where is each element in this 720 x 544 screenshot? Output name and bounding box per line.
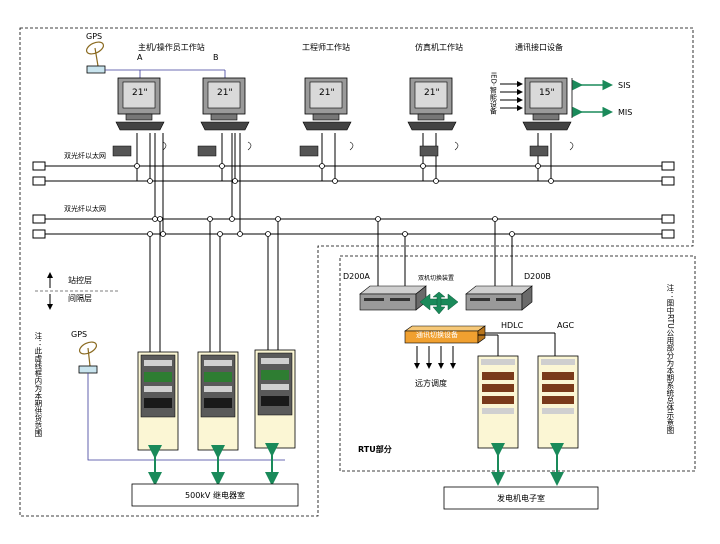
simulator-label: 仿真机工作站 [415,43,463,52]
relay-cabinet-2 [197,351,239,451]
scope-boundary-top [19,27,694,517]
comm-interface-workstation-icon [522,77,572,131]
ied-label: IED·智能设备 [489,72,498,115]
d200a-label: D200A [343,272,370,281]
ethernet-upper-label: 双光纤以太网 [64,152,106,160]
ied-input-arrows [500,81,523,111]
workstation-b-icon [200,77,250,131]
comm-interface-label: 通讯接口设备 [515,43,563,52]
hdlc-label: HDLC [501,321,524,330]
switchover-cross-arrow-icon [419,291,459,315]
monitor-b-size: 21" [217,88,233,98]
station-layer-label: 站控层 [68,276,92,285]
generator-room-box [443,486,599,510]
agc-label: AGC [557,321,575,330]
right-scope-note: 注：图中RTU公用部分为本期系统总体示意图 [665,284,675,434]
substation-500kv-box [131,483,299,507]
ethernet-ring-upper [32,161,675,186]
bay-layer-label: 间隔层 [68,294,92,303]
workstation-links [136,133,552,181]
relay-cabinet-3 [254,349,296,449]
station-b-label: B [213,53,219,62]
ethernet-lower-label: 双光纤以太网 [64,205,106,213]
mis-label: MIS [618,108,633,117]
monitor-comm-size: 15" [539,88,555,98]
comm-device-label: 通讯切换设备 [416,331,458,339]
sis-mis-arrows [571,78,613,118]
monitor-engineer-size: 21" [319,88,335,98]
gps-top-label: GPS [86,32,103,41]
relay-cabinet-1 [137,351,179,451]
agc-cabinet [537,355,579,449]
rtu-label: RTU部分 [358,445,392,454]
engineer-station-label: 工程师工作站 [302,43,350,52]
generator-room-label: 发电机电子室 [497,494,545,503]
rtu-to-generator-arrows [491,443,564,486]
gps-antenna-bottom-icon [78,341,98,374]
sis-label: SIS [618,81,631,90]
substation-500kv-label: 500kV 继电器室 [185,491,245,500]
d200b-server-icon [465,285,533,311]
simulator-workstation-icon [407,77,457,131]
monitor-simulator-size: 21" [424,88,440,98]
printer-icons [112,145,549,157]
d200b-label: D200B [524,272,551,281]
hdlc-cabinet [477,355,519,449]
dispatch-arrows [414,346,456,369]
dispatch-label: 远方调度 [415,379,447,388]
gps-bottom-label: GPS [71,330,88,339]
operator-station-label: 主机/操作员工作站 [138,43,205,52]
rtu-boundary [339,255,696,472]
d200a-server-icon [359,285,427,311]
workstation-a-icon [115,77,165,131]
left-scope-note: 注：此虚线框内为本期供货范围 [33,332,43,437]
relay-to-substation-arrows [148,443,279,486]
mouse-icons [162,141,574,151]
comm-switch-device-icon [404,325,486,344]
monitor-a-size: 21" [132,88,148,98]
engineer-workstation-icon [302,77,352,131]
station-a-label: A [137,53,143,62]
ethernet-ring-lower [32,214,675,239]
switch-label: 双机切换装置 [418,275,455,282]
gps-antenna-top-icon [85,41,106,74]
